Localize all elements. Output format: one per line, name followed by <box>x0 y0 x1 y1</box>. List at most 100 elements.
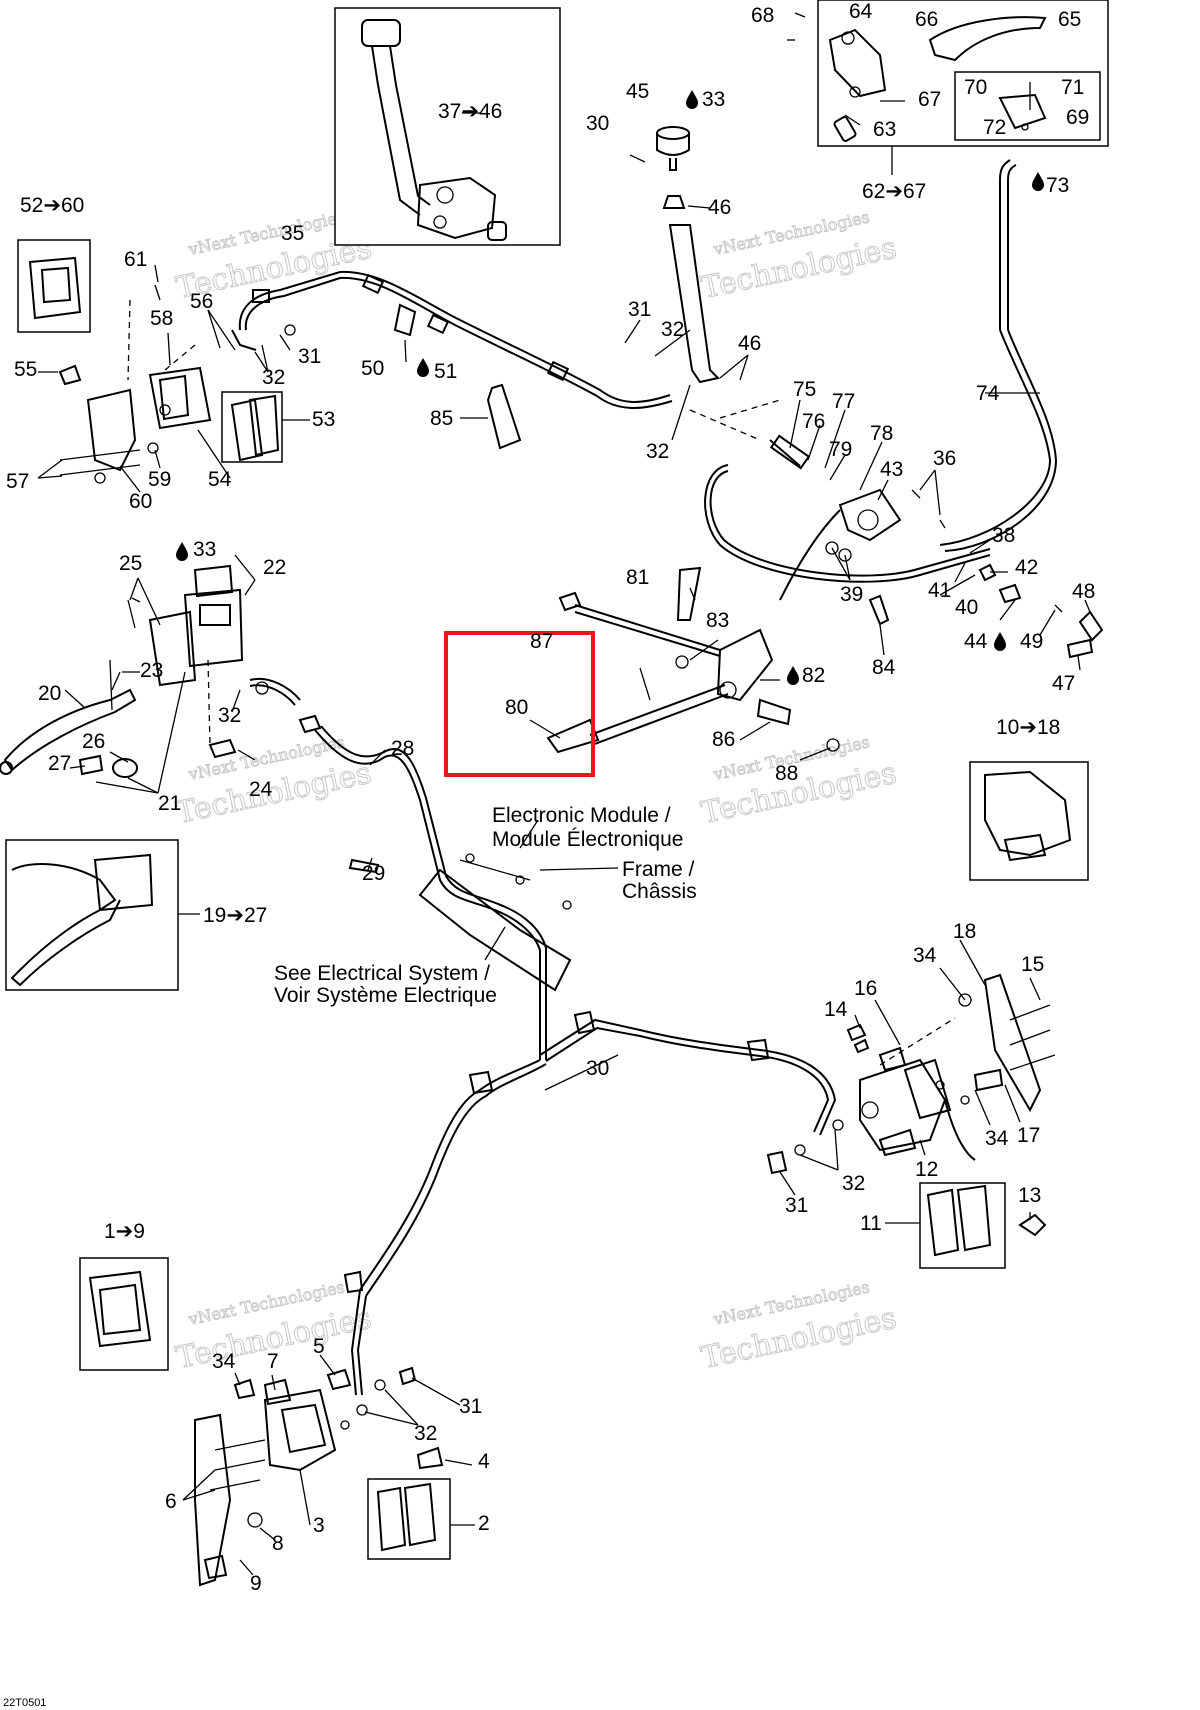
part-label: 57 <box>6 470 29 493</box>
part-label: 75 <box>793 378 816 401</box>
part-label: 42 <box>1015 556 1038 579</box>
part-label: 69 <box>1066 106 1089 129</box>
part-label: 58 <box>150 307 173 330</box>
part-label: 33 <box>702 88 725 111</box>
part-label: 87 <box>530 630 553 653</box>
part-label: 4 <box>478 1450 490 1473</box>
part-label: 23 <box>140 659 163 682</box>
part-label: 63 <box>873 118 896 141</box>
part-label: 78 <box>870 422 893 445</box>
part-label: 26 <box>82 730 105 753</box>
front-reservoir-drawing <box>629 126 720 384</box>
part-label: 43 <box>880 458 903 481</box>
part-label: 31 <box>628 298 651 321</box>
part-label: 49 <box>1020 630 1043 653</box>
part-label: 32 <box>646 440 669 463</box>
part-label: 72 <box>983 116 1006 139</box>
fluid-drop-icon <box>417 358 429 377</box>
part-label: 3 <box>313 1514 325 1537</box>
part-label: 21 <box>158 792 181 815</box>
part-label: 77 <box>832 390 855 413</box>
part-label: 19➔27 <box>203 904 267 927</box>
highlight-box-part-80 <box>444 631 595 777</box>
part-label: 5 <box>313 1335 325 1358</box>
part-label: 2 <box>478 1512 490 1535</box>
part-label: 16 <box>854 977 877 1000</box>
bottom-caliper-drawing <box>88 1270 444 1587</box>
part-label: 55 <box>14 358 37 381</box>
part-label: 29 <box>362 862 385 885</box>
part-label: 31 <box>785 1194 808 1217</box>
part-label: 1➔9 <box>104 1220 145 1243</box>
fluid-drop-icon <box>994 632 1006 651</box>
part-label: 51 <box>434 360 457 383</box>
fluid-drop-icon <box>1032 172 1044 191</box>
reference-code: 22T0501 <box>3 1697 46 1709</box>
part-label: 31 <box>298 345 321 368</box>
part-label: 61 <box>124 248 147 271</box>
part-label: 32 <box>842 1172 865 1195</box>
part-label: 14 <box>824 998 848 1021</box>
inset-caliper-52-60 <box>17 239 91 333</box>
part-label: 13 <box>1018 1184 1041 1207</box>
inset-master-cylinder-rear <box>334 7 561 246</box>
part-label: 40 <box>955 596 978 619</box>
part-label: 52➔60 <box>20 194 84 217</box>
part-label: 27 <box>48 752 71 775</box>
part-label-80: 80 <box>505 696 528 719</box>
fluid-drop-icon <box>787 666 799 685</box>
part-label: 6 <box>165 1490 177 1513</box>
part-label: 30 <box>586 1057 609 1080</box>
part-label: 66 <box>915 8 938 31</box>
part-label: 18 <box>953 920 976 943</box>
part-label: 70 <box>964 76 987 99</box>
part-label: 47 <box>1052 672 1075 695</box>
part-label: 68 <box>751 4 774 27</box>
brake-line-top <box>231 270 673 409</box>
part-label: 79 <box>829 438 852 461</box>
part-label: 31 <box>459 1395 482 1418</box>
part-label: 45 <box>626 80 649 103</box>
part-label: 73 <box>1046 174 1069 197</box>
parts-artwork <box>0 12 1104 1587</box>
inset-boxes <box>5 0 1109 1560</box>
part-label: 46 <box>738 332 761 355</box>
part-label: 8 <box>272 1532 284 1555</box>
part-label: 84 <box>872 656 896 679</box>
part-label: 34 <box>913 944 937 967</box>
brake-line-center <box>314 725 837 1396</box>
part-label: 88 <box>775 762 798 785</box>
part-label: 60 <box>129 490 152 513</box>
part-label: 38 <box>992 524 1015 547</box>
part-label: 34 <box>985 1127 1009 1150</box>
fluid-drop-icons <box>176 90 1044 685</box>
front-master-drawing <box>689 159 1104 659</box>
part-label: 39 <box>840 583 863 606</box>
note-electronic-module-en: Electronic Module / <box>492 804 671 827</box>
part-label: 81 <box>626 566 649 589</box>
left-master-drawing <box>0 564 322 778</box>
part-label: 25 <box>119 552 142 575</box>
part-label: 28 <box>391 737 414 760</box>
part-label: 48 <box>1072 580 1095 603</box>
part-label: 74 <box>976 382 1000 405</box>
part-label: 56 <box>190 290 213 313</box>
part-label: 37➔46 <box>438 100 502 123</box>
part-label: 54 <box>208 468 232 491</box>
part-label: 22 <box>263 556 286 579</box>
note-frame-en: Frame / <box>622 858 695 881</box>
part-label: 71 <box>1061 76 1084 99</box>
part-label: 35 <box>281 222 304 245</box>
part-labels: 68 64 66 65 70 71 67 69 72 63 62➔67 73 4… <box>6 0 1095 1595</box>
part-label: 30 <box>586 112 609 135</box>
rear-reservoir-drawing <box>361 19 507 241</box>
fluid-drop-icon <box>176 542 188 561</box>
part-label: 32 <box>414 1422 437 1445</box>
note-electrical-fr: Voir Système Electrique <box>274 984 497 1007</box>
part-label: 15 <box>1021 953 1044 976</box>
note-electronic-module-fr: Module Électronique <box>492 828 683 851</box>
hand-lever-drawing <box>787 12 1047 142</box>
part-label: 34 <box>212 1350 236 1373</box>
part-label: 11 <box>860 1212 882 1235</box>
